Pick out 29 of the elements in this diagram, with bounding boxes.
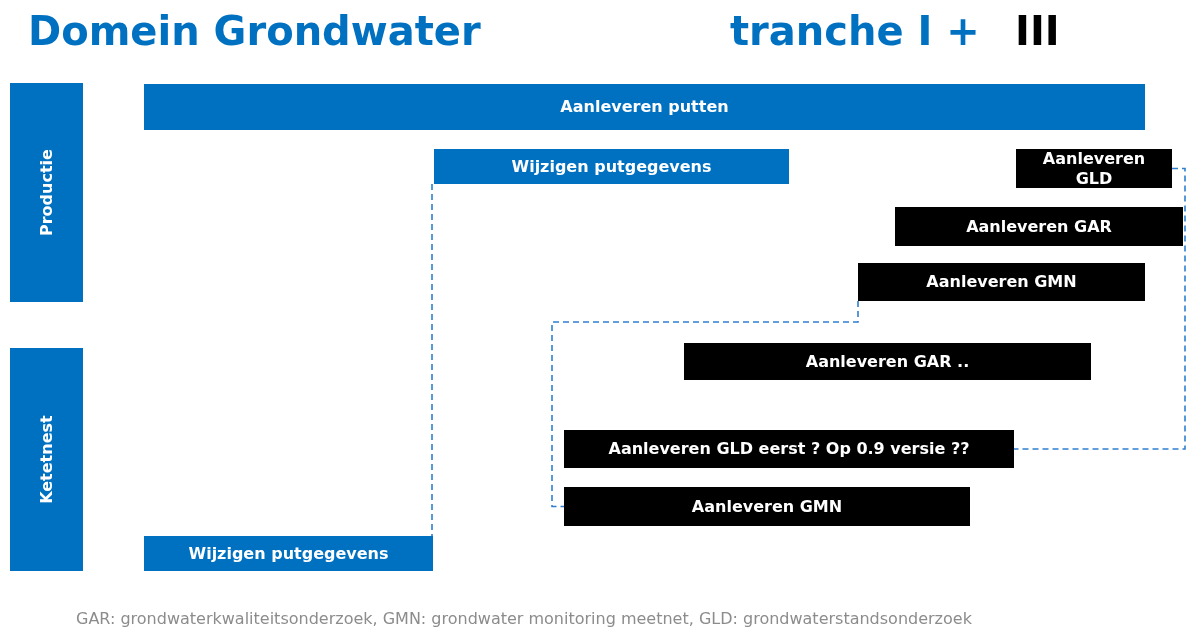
heading-text: tranche I +: [730, 8, 980, 54]
bar-label: Wijzigen putgegevens: [188, 543, 389, 564]
dashed-connector: [551, 300, 859, 508]
task-bar: [564, 430, 1014, 468]
bar-label: Aanleveren GMN: [691, 496, 843, 517]
bar-label: Aanleveren GLD: [1041, 149, 1147, 188]
bar-label: Aanleveren putten: [560, 97, 729, 117]
task-bar: [684, 343, 1091, 380]
dashed-connector: [431, 183, 433, 537]
task-bar: [1016, 149, 1172, 188]
bar-label: Aanleveren GMN: [926, 272, 1077, 292]
lane-band: [10, 83, 83, 302]
bar-label: Aanleveren GLD eerst ? Op 0.9 versie ??: [608, 439, 970, 459]
dashed-connector: [1013, 167, 1186, 450]
task-bar: [895, 207, 1183, 246]
bar-label: Aanleveren GAR ..: [805, 351, 970, 372]
task-bar: [434, 149, 789, 184]
task-bar: [144, 84, 1145, 130]
task-bar: [564, 487, 970, 526]
title: Domein Grondwater: [28, 8, 481, 54]
task-bar: [858, 263, 1145, 301]
footnote: GAR: grondwaterkwaliteitsonderzoek, GMN: grondwater monitoring meetnet, GLD: grondwaterstandsonderzoek: [76, 609, 972, 628]
bar-label: Productie: [36, 149, 57, 236]
heading-text: III: [1015, 8, 1060, 54]
lane-band: [10, 348, 83, 571]
bar-label: Ketetnest: [36, 415, 57, 504]
bar-label: Aanleveren GAR: [966, 216, 1112, 237]
bar-label: Wijzigen putgegevens: [511, 156, 712, 177]
task-bar: [144, 536, 433, 571]
